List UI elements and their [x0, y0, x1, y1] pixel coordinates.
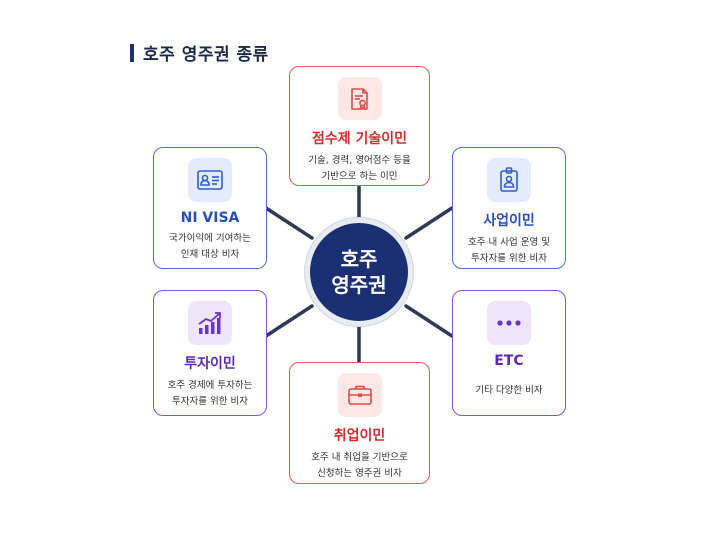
card-etc[interactable]: ETC 기타 다양한 비자	[452, 290, 566, 416]
card-desc-line2: 투자자를 위한 비자	[172, 396, 248, 407]
card-description: 기타 다양한 비자	[475, 383, 542, 399]
card-desc-line1: 기타 다양한 비자	[475, 385, 543, 396]
card-description: 호주 내 취업을 기반으로 신청하는 영주권 비자	[311, 450, 407, 482]
card-description: 호주 내 사업 운영 및 투자자를 위한 비자	[468, 235, 550, 267]
card-desc-line1: 국가이익에 기여하는	[169, 233, 251, 244]
card-label: NI VISA	[180, 210, 240, 226]
badge-icon	[487, 158, 531, 202]
card-skilled-migration[interactable]: 점수제 기술이민 기술, 경력, 영어점수 등을 기반으로 하는 이민	[289, 66, 430, 186]
connector-top-left	[264, 206, 314, 240]
card-ni-visa[interactable]: NI VISA 국가이익에 기여하는 인재 대상 비자	[153, 147, 267, 269]
card-description: 기술, 경력, 영어점수 등을 기반으로 하는 이민	[308, 153, 411, 185]
card-label: 취업이민	[333, 428, 386, 444]
card-desc-line1: 호주 내 사업 운영 및	[468, 237, 550, 248]
center-label-line1: 호주	[340, 247, 378, 271]
card-label: 투자이민	[184, 356, 236, 372]
growth-chart-icon	[188, 301, 232, 345]
center-hub: 호주 영주권	[305, 218, 413, 326]
more-dots-icon	[487, 301, 531, 345]
card-desc-line2: 인재 대상 비자	[180, 249, 240, 260]
card-desc-line1: 호주 내 취업을 기반으로	[311, 452, 408, 463]
briefcase-icon	[337, 373, 382, 417]
card-desc-line1: 호주 경제에 투자하는	[167, 380, 253, 391]
certificate-icon	[337, 77, 382, 120]
card-desc-line2: 투자자를 위한 비자	[471, 253, 547, 264]
card-label: ETC	[494, 353, 524, 369]
connector-bottom-right	[404, 304, 454, 338]
card-desc-line2: 신청하는 영주권 비자	[317, 468, 402, 479]
card-employment-migration[interactable]: 취업이민 호주 내 취업을 기반으로 신청하는 영주권 비자	[289, 362, 430, 484]
title-accent-bar	[130, 43, 134, 62]
connector-top-right	[404, 206, 454, 240]
card-investment-migration[interactable]: 투자이민 호주 경제에 투자하는 투자자를 위한 비자	[153, 290, 267, 416]
id-card-icon	[188, 158, 232, 202]
page-title: 호주 영주권 종류	[130, 40, 269, 65]
card-description: 국가이익에 기여하는 인재 대상 비자	[169, 231, 251, 263]
card-label: 사업이민	[483, 213, 535, 229]
page-title-text: 호주 영주권 종류	[143, 45, 269, 65]
card-label: 점수제 기술이민	[311, 131, 408, 147]
center-label-line2: 영주권	[331, 273, 387, 297]
card-desc-line1: 기술, 경력, 영어점수 등을	[308, 155, 411, 166]
card-business-migration[interactable]: 사업이민 호주 내 사업 운영 및 투자자를 위한 비자	[452, 147, 566, 269]
connector-bottom-left	[264, 304, 314, 338]
card-desc-line2: 기반으로 하는 이민	[321, 171, 398, 182]
card-description: 호주 경제에 투자하는 투자자를 위한 비자	[168, 378, 253, 410]
